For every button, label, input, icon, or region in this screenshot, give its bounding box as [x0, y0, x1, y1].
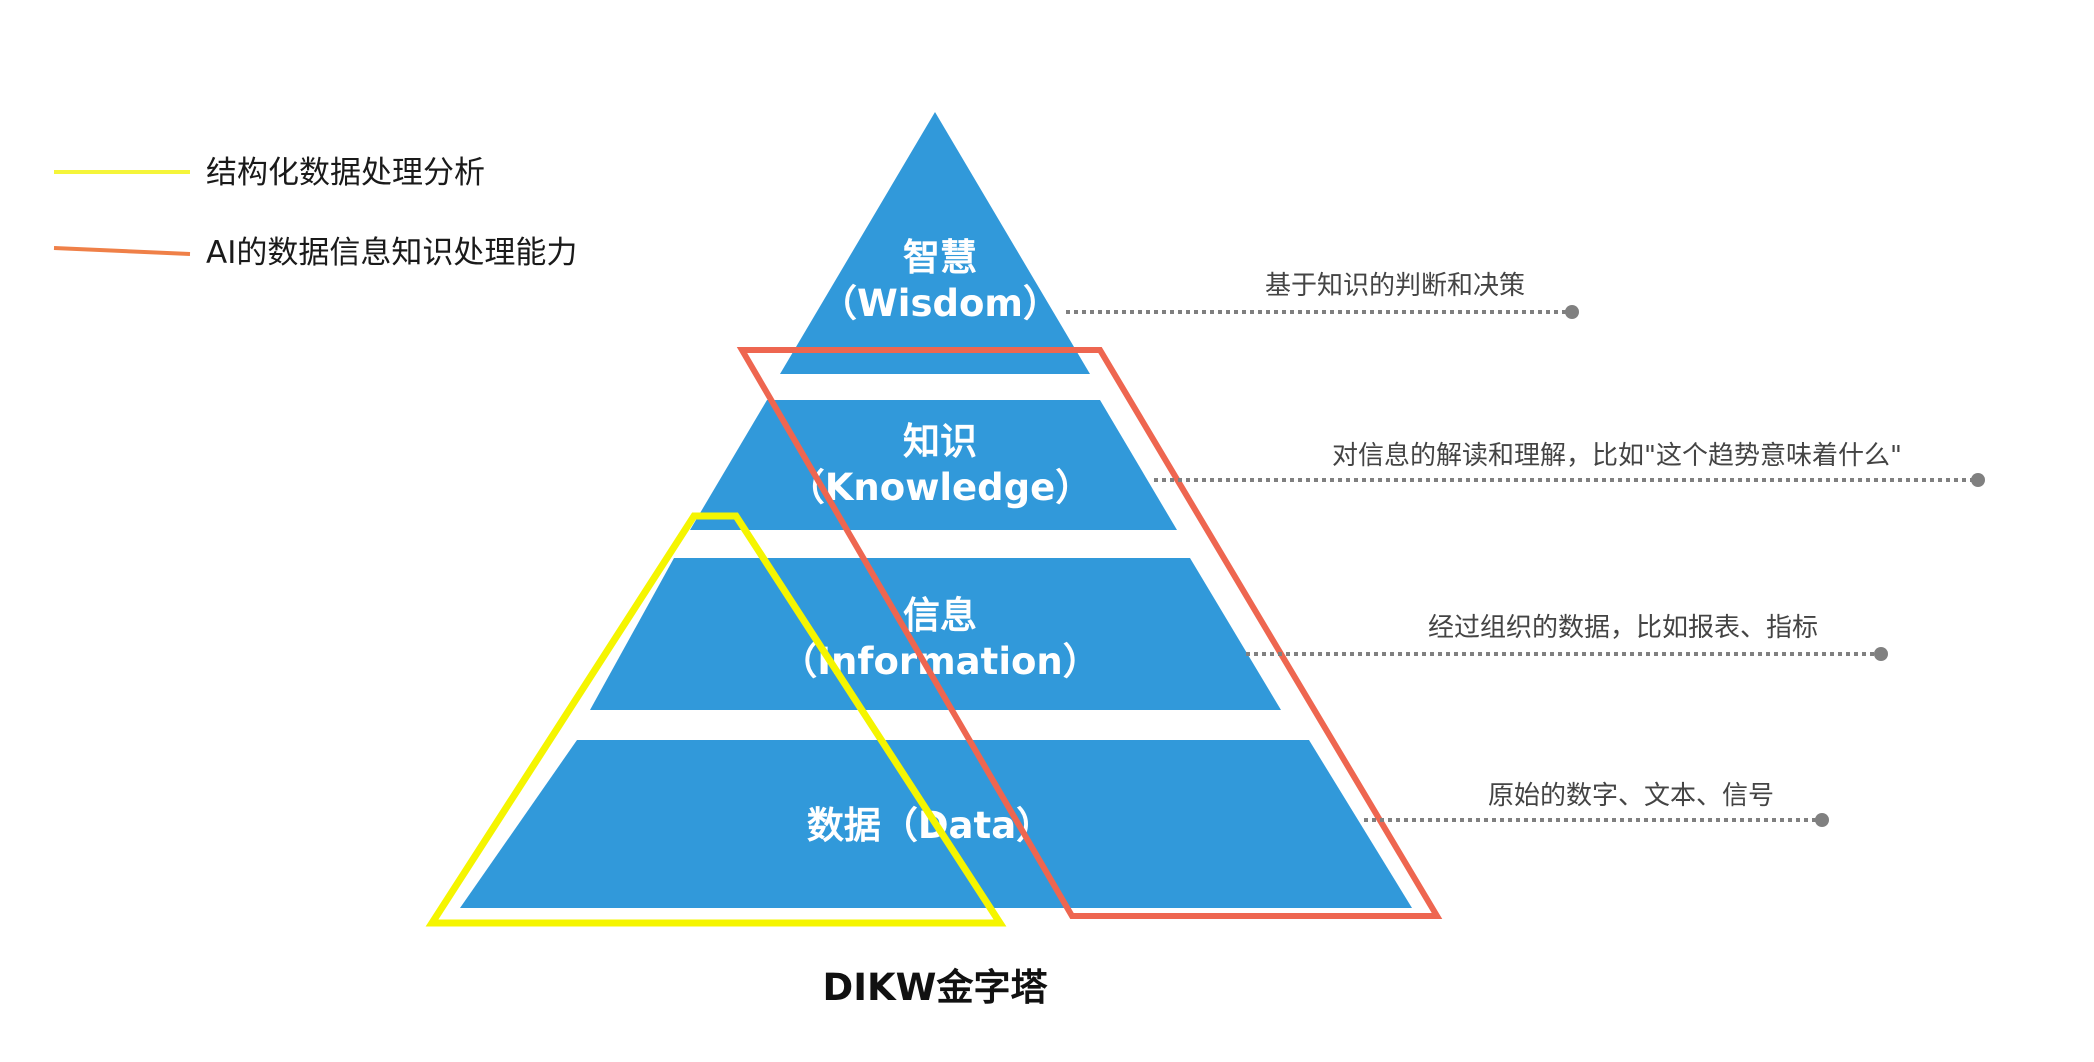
- descriptions: 基于知识的判断和决策 对信息的解读和理解，比如"这个趋势意味着什么" 经过组织的…: [1265, 271, 1902, 811]
- tier-wisdom-title: 智慧: [903, 236, 977, 279]
- legend-swatch-orange: [53, 246, 191, 256]
- legend-label-ai: AI的数据信息知识处理能力: [206, 235, 577, 271]
- ai-capability-outline: [736, 347, 1443, 919]
- structured-analysis-outline: [425, 512, 1007, 927]
- desc-wisdom: 基于知识的判断和决策: [1265, 271, 1525, 301]
- connectors: [1066, 305, 1985, 827]
- legend: 结构化数据处理分析 AI的数据信息知识处理能力: [53, 155, 577, 271]
- desc-data: 原始的数字、文本、信号: [1488, 781, 1774, 811]
- connector-dot-data: [1815, 813, 1829, 827]
- pyramid: [460, 112, 1412, 908]
- tier-information-shape: [590, 558, 1281, 710]
- tier-wisdom-subtitle: （Wisdom）: [820, 282, 1060, 325]
- tier-knowledge-title: 知识: [903, 420, 977, 463]
- tier-information-title: 信息: [903, 594, 977, 637]
- tier-knowledge-subtitle: （Knowledge）: [788, 466, 1092, 509]
- tier-knowledge-shape: [690, 400, 1177, 530]
- connector-dot-information: [1874, 647, 1888, 661]
- desc-information: 经过组织的数据，比如报表、指标: [1428, 613, 1818, 643]
- tier-wisdom-shape: [780, 112, 1090, 374]
- connector-dot-knowledge: [1971, 473, 1985, 487]
- legend-label-structured: 结构化数据处理分析: [206, 155, 485, 191]
- diagram-caption: DIKW金字塔: [823, 966, 1049, 1009]
- desc-knowledge: 对信息的解读和理解，比如"这个趋势意味着什么": [1332, 441, 1902, 471]
- connector-dot-wisdom: [1565, 305, 1579, 319]
